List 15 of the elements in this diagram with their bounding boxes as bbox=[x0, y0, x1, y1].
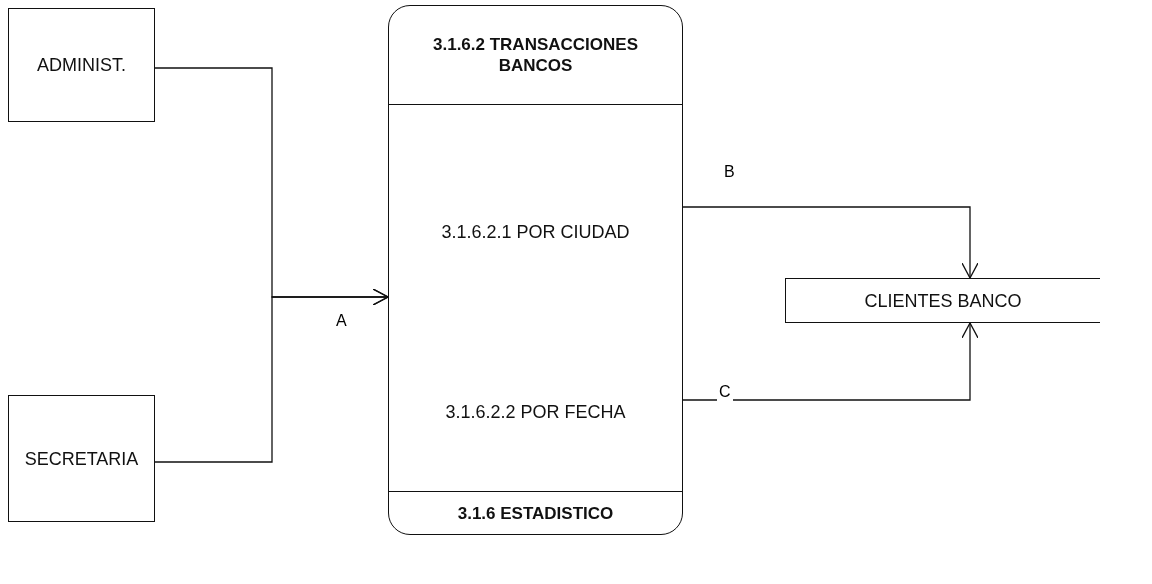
node-label: ADMINIST. bbox=[36, 53, 127, 77]
data-store-box bbox=[785, 278, 1100, 323]
node-label: 3.1.6 ESTADISTICO bbox=[456, 502, 615, 525]
process-box bbox=[388, 5, 683, 535]
edge-label: C bbox=[717, 383, 733, 401]
node-label: SECRETARIA bbox=[23, 447, 140, 470]
node-label: CLIENTES BANCO bbox=[863, 289, 1023, 312]
arrow bbox=[682, 206, 979, 279]
node-label: 3.1.6.2 TRANSACCIONES BANCOS bbox=[432, 33, 639, 77]
arrow bbox=[154, 288, 389, 463]
node-label: 3.1.6.2.1 POR CIUDAD bbox=[440, 220, 631, 244]
node-label: 3.1.6.2.2 POR FECHA bbox=[444, 400, 627, 424]
external-entity-box bbox=[8, 395, 155, 522]
external-entity-box bbox=[8, 8, 155, 122]
arrow bbox=[682, 322, 979, 401]
